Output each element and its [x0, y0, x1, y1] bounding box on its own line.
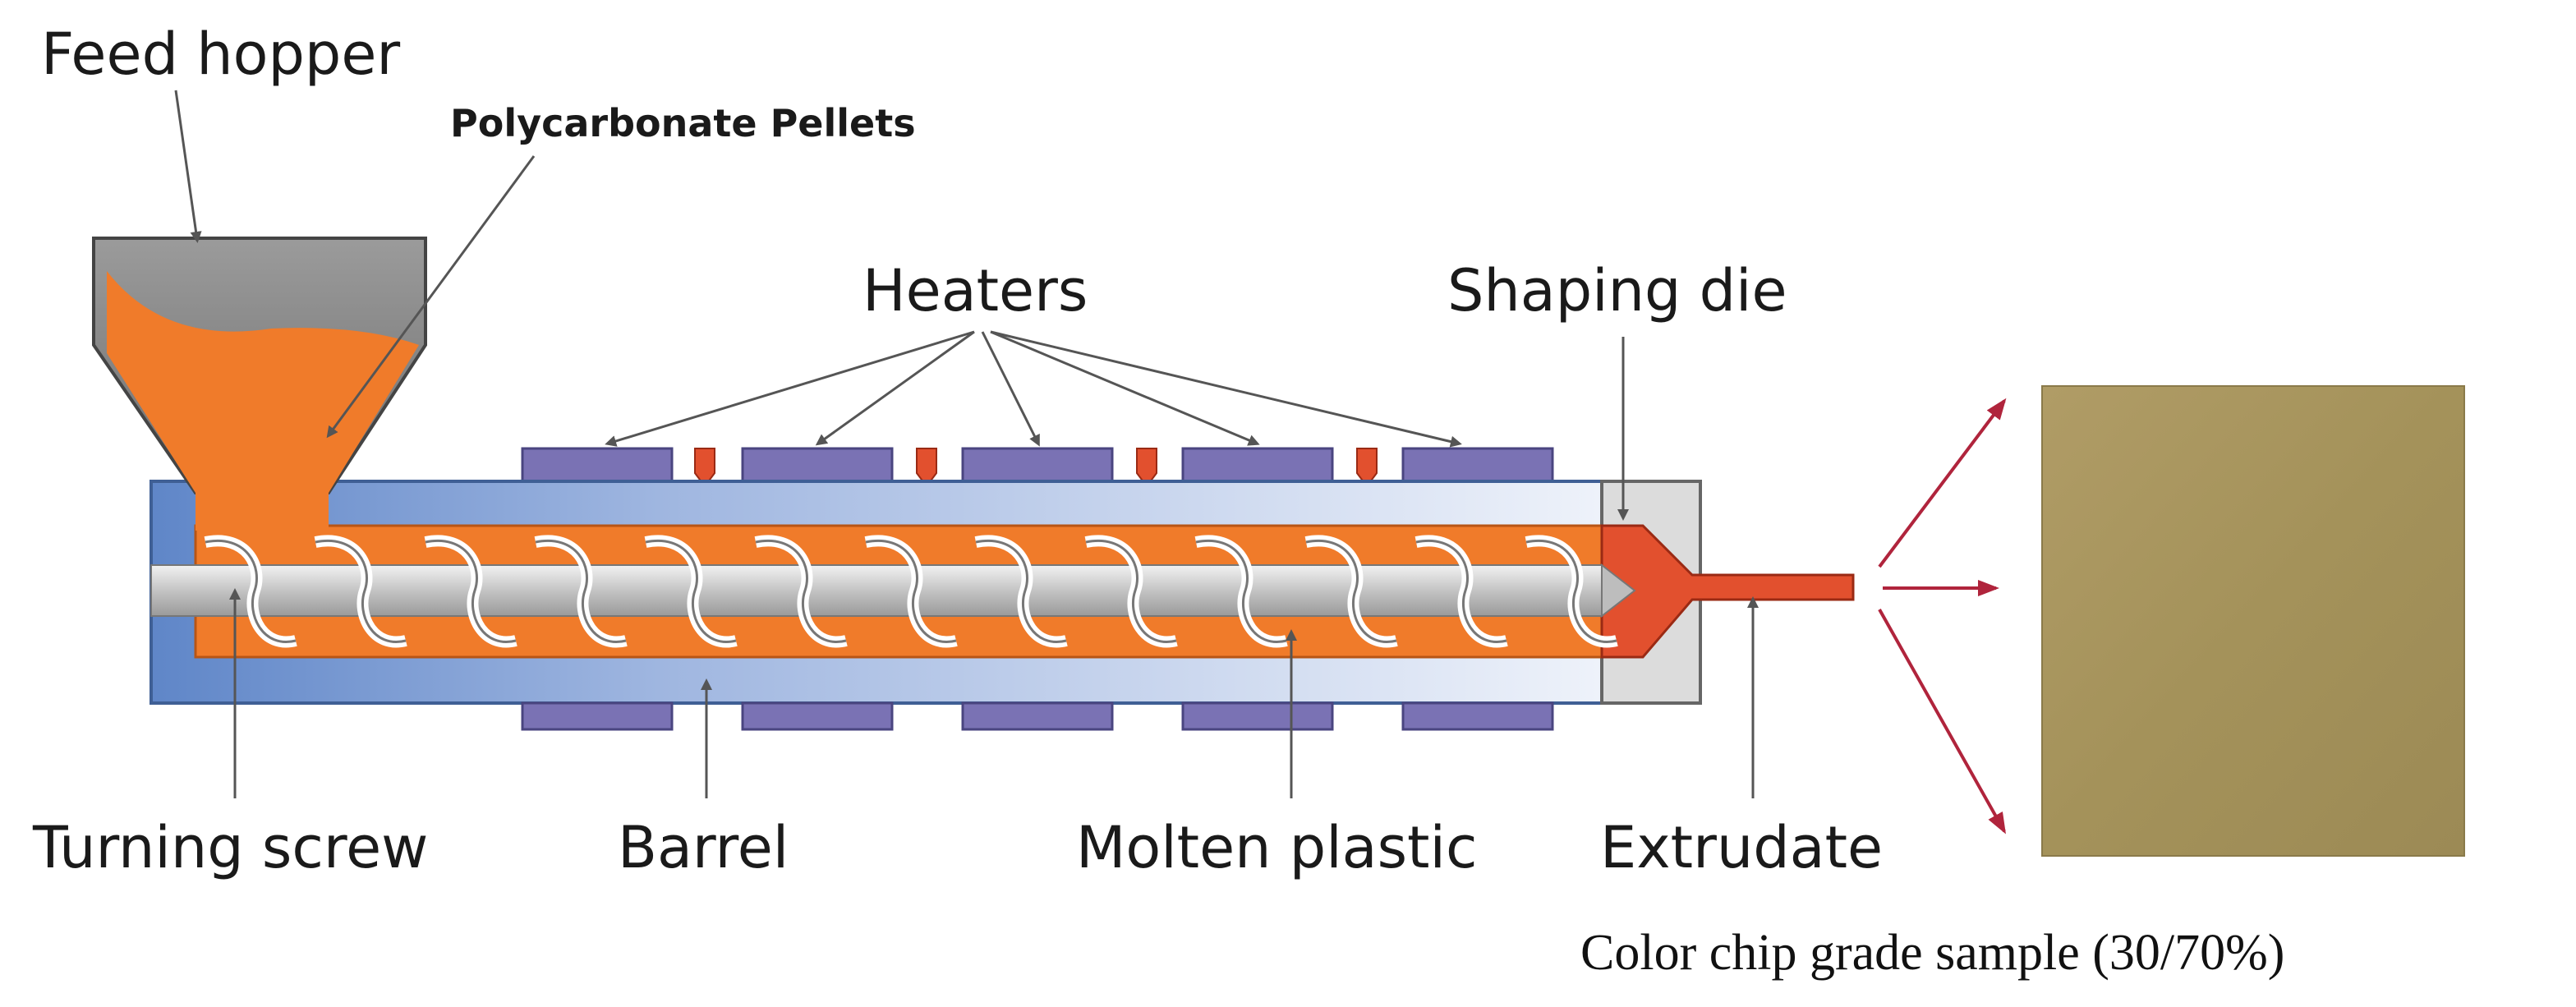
feed-hopper	[92, 237, 427, 531]
heaters-top	[521, 447, 1554, 483]
screw-flights	[204, 535, 1618, 648]
label-feed-hopper: Feed hopper	[41, 21, 400, 88]
screw-flight-edge	[755, 540, 847, 643]
pointer-lines	[174, 90, 1759, 798]
screw-flight-edge	[1085, 540, 1177, 643]
label-turning-screw: Turning screw	[32, 814, 428, 881]
screw-flight-edge	[205, 540, 297, 643]
color-chip-sample	[2041, 385, 2465, 857]
heaters-bottom	[521, 701, 1554, 731]
label-shaping-die: Shaping die	[1447, 257, 1787, 324]
screw-flight-edge	[1525, 540, 1617, 643]
screw-flight-edge	[975, 540, 1067, 643]
label-heaters: Heaters	[862, 257, 1088, 324]
label-barrel: Barrel	[618, 814, 789, 881]
label-polycarbonate-pellets: Polycarbonate Pellets	[450, 101, 916, 145]
screw-flight-edge	[865, 540, 957, 643]
turning-screw	[150, 563, 1636, 618]
screw-flight-edge	[1305, 540, 1397, 643]
screw-flight-edge	[425, 540, 517, 643]
screw-flight-edge	[1415, 540, 1507, 643]
screw-flight-edge	[1195, 540, 1287, 643]
output-arrows	[1878, 398, 2007, 835]
label-color-chip-sample: Color chip grade sample (30/70%)	[1580, 925, 2284, 981]
screw-flight-edge	[645, 540, 737, 643]
label-extrudate: Extrudate	[1600, 814, 1883, 881]
screw-flight-edge	[315, 540, 407, 643]
label-molten-plastic: Molten plastic	[1076, 814, 1477, 881]
screw-flight-edge	[535, 540, 627, 643]
